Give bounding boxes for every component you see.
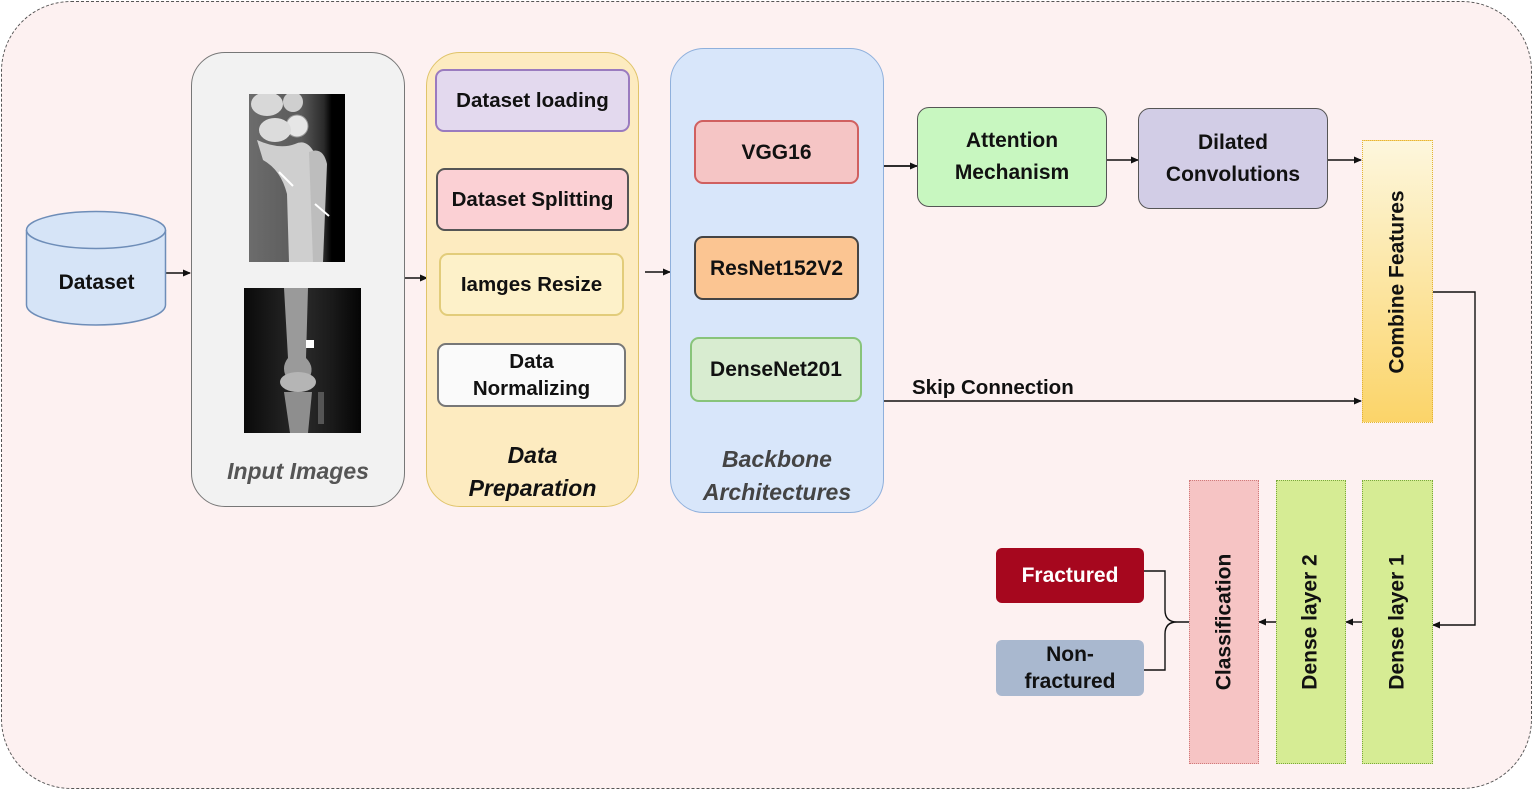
input-images-title: Input Images [227,458,369,484]
non-fractured-line2: fractured [1024,670,1116,693]
data-preparation-title-line2: Preparation [468,475,597,501]
classification-label: Classification [1212,553,1236,691]
wrist-bones-icon [251,94,330,262]
dilated-line1: Dilated [1197,130,1268,154]
dense-layer-1-box: Dense layer 1 [1362,480,1433,764]
classification-box: Classification [1189,480,1259,764]
arrow-combine-to-dense1 [1432,291,1476,629]
model-resnet152v2: ResNet152V2 [694,236,859,300]
backbone-title-line2: Architectures [702,479,852,505]
output-non-fractured: Non- fractured [996,640,1144,696]
output-fractured: Fractured [996,548,1144,603]
knee-xray-image [244,288,361,433]
backbone-title-line1: Backbone [722,446,832,472]
dense-layer-2-label: Dense layer 2 [1299,554,1322,690]
dilated-convolutions-box: Dilated Convolutions [1138,108,1328,209]
skip-connection-label: Skip Connection [912,376,1074,399]
non-fractured-line1: Non- [1046,643,1094,666]
data-preparation-title-line1: Data [507,442,558,468]
step-data-normalizing-line2: Normalizing [472,377,591,400]
combine-features-label: Combine Features [1385,189,1409,374]
step-dataset-splitting: Dataset Splitting [436,168,629,231]
step-images-resize: Iamges Resize [439,253,624,316]
step-data-normalizing-line1: Data [509,350,554,373]
knee-bones-icon [280,288,324,433]
dense-layer-1-label: Dense layer 1 [1385,554,1409,690]
model-densenet201: DenseNet201 [690,337,862,402]
bracket-classification-outputs [1144,570,1190,671]
attention-line2: Mechanism [954,161,1070,184]
step-dataset-loading: Dataset loading [435,69,630,132]
dense-layer-2-box: Dense layer 2 [1276,480,1346,764]
wrist-xray-image [249,94,345,262]
attention-line1: Attention [965,129,1059,152]
model-vgg16: VGG16 [694,120,859,184]
dilated-line2: Convolutions [1165,162,1301,186]
step-data-normalizing: Data Normalizing [437,343,626,407]
dataset-label: Dataset [58,271,135,294]
attention-mechanism-box: Attention Mechanism [917,107,1107,207]
dataset-cylinder [25,210,167,326]
combine-features-box: Combine Features [1362,140,1433,423]
